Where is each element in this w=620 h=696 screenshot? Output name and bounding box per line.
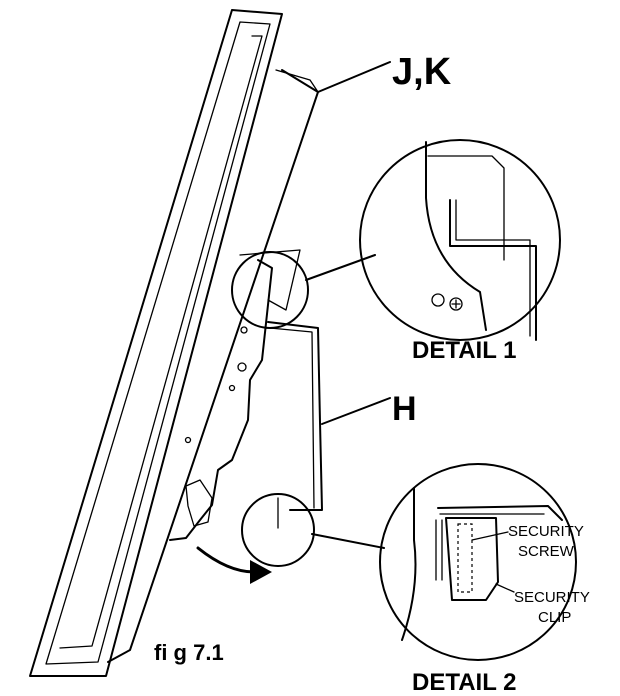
detail-2-housing-lip: [435, 519, 443, 581]
detail-2-security-screw: [457, 523, 473, 593]
mount-hole: [228, 384, 236, 392]
label-h: H: [392, 390, 417, 428]
detail-1-marker-circle: [231, 251, 309, 329]
rotation-arrow-head: [250, 560, 272, 584]
security-bracket-h: [267, 321, 323, 529]
label-figure: fi g 7.1: [154, 640, 224, 665]
rotation-arrow-shaft: [196, 546, 256, 574]
monitor-bezel-outer: [29, 9, 283, 677]
detail-1-hole: [431, 293, 445, 307]
detail-1-screw: [449, 297, 463, 311]
detail-1-plate-edge: [427, 155, 505, 261]
detail-1-bracket: [449, 199, 537, 341]
security-screw-leader: [471, 531, 509, 541]
label-jk: J,K: [392, 51, 452, 93]
label-detail-1: DETAIL 1: [412, 337, 516, 364]
monitor-rear-housing: [107, 69, 319, 663]
monitor-bezel-inner: [45, 21, 271, 665]
detail-1-housing-edge: [425, 141, 487, 331]
rotation-arrow: [196, 546, 272, 584]
jk-leader: [317, 61, 391, 93]
detail-2-security-clip: [445, 517, 499, 601]
label-security-screw-1: SECURITY: [508, 523, 584, 540]
detail-1-circle: [359, 139, 561, 341]
label-security-screw-2: SCREW: [518, 543, 575, 560]
mount-plate-outline: [169, 259, 273, 541]
detail-2-bracket-top: [437, 505, 563, 521]
detail-2-view: [379, 463, 577, 661]
lower-bracket-slot: [185, 479, 213, 527]
mount-screw: [237, 362, 247, 372]
monitor-top-cap: [275, 69, 319, 93]
detail-2-marker-circle: [241, 493, 315, 567]
detail-2-leader: [311, 533, 385, 549]
detail-2-circle: [379, 463, 577, 661]
label-security-clip-2: CLIP: [538, 609, 571, 626]
label-detail-2: DETAIL 2: [412, 669, 516, 696]
bracket-h-inner: [269, 327, 315, 509]
mount-hole: [240, 326, 248, 334]
label-security-clip-1: SECURITY: [514, 589, 590, 606]
detail-1-bracket-inner: [455, 199, 531, 337]
monitor-screen-edge: [59, 35, 263, 649]
bracket-h-outline: [267, 321, 323, 511]
detail-1-screw-head: [451, 299, 461, 309]
detail-1-leader: [305, 254, 376, 281]
h-leader: [321, 397, 391, 425]
detail-1-view: [359, 139, 561, 341]
security-clip-leader: [495, 583, 515, 593]
monitor-body: [29, 9, 319, 677]
mount-hole: [184, 436, 192, 444]
detail-2-housing-edge: [401, 487, 417, 641]
